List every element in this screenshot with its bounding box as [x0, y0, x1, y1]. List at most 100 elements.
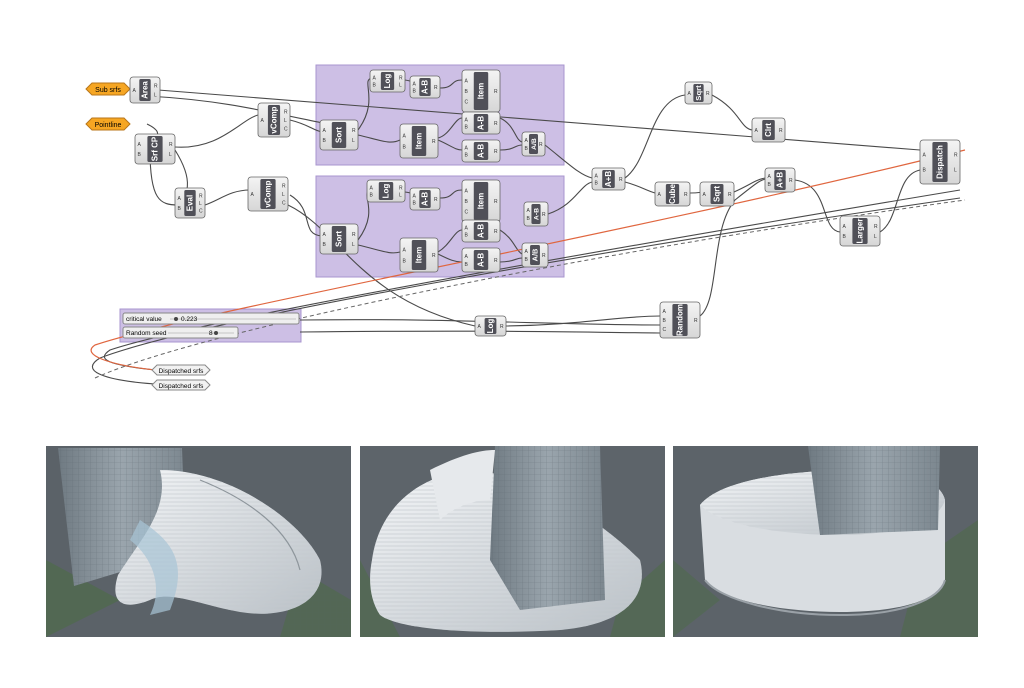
node-output-port[interactable]: R — [494, 229, 498, 235]
node-input-port[interactable]: B — [373, 83, 377, 89]
node-input-port[interactable]: A — [370, 185, 374, 191]
node-input-port[interactable]: A — [525, 249, 529, 255]
node-input-port[interactable]: A — [138, 142, 142, 148]
node-input-port[interactable]: C — [663, 327, 667, 333]
node-input-port[interactable]: B — [465, 233, 469, 239]
node-input-port[interactable]: B — [138, 152, 142, 158]
node-input-port[interactable]: A — [595, 173, 599, 179]
node-input-port[interactable]: A — [843, 224, 847, 230]
slider-critical-knob[interactable] — [174, 317, 178, 321]
node-output-port[interactable]: R — [619, 177, 623, 183]
node-output-port[interactable]: C — [282, 201, 286, 207]
node-output-port[interactable]: R — [694, 318, 698, 324]
node-output-port[interactable]: L — [399, 83, 402, 89]
node-output-port[interactable]: R — [434, 85, 438, 91]
node-input-port[interactable]: A — [688, 91, 692, 97]
node-output-port[interactable]: R — [789, 178, 793, 184]
node-input-port[interactable]: A — [525, 138, 529, 144]
node-output-port[interactable]: R — [282, 184, 286, 190]
node-output-port[interactable]: R — [539, 142, 543, 148]
node-input-port[interactable]: A — [178, 196, 182, 202]
node-input-port[interactable]: B — [465, 199, 469, 205]
node-input-port[interactable]: A — [465, 254, 469, 260]
node-output-port[interactable]: R — [169, 142, 173, 148]
node-input-port[interactable]: A — [658, 192, 662, 198]
node-output-port[interactable]: L — [169, 152, 172, 158]
param-pointline[interactable]: Pointline — [85, 117, 131, 131]
node-input-port[interactable]: C — [465, 210, 469, 216]
node-output-port[interactable]: R — [779, 128, 783, 134]
node-input-port[interactable]: A — [465, 145, 469, 151]
node-output-port[interactable]: R — [154, 84, 158, 90]
node-output-port[interactable]: L — [284, 118, 287, 124]
slider-random-seed[interactable]: Random seed 8 — [122, 326, 239, 339]
node-input-port[interactable]: B — [370, 193, 374, 199]
node-input-port[interactable]: B — [465, 89, 469, 95]
param-sub-srfs[interactable]: Sub srfs — [85, 82, 131, 96]
node-input-port[interactable]: A — [465, 225, 469, 231]
node-output-port[interactable]: R — [432, 253, 436, 259]
node-input-port[interactable]: A — [373, 75, 377, 81]
node-output-port[interactable]: R — [352, 232, 356, 238]
node-input-port[interactable]: B — [527, 216, 531, 222]
node-output-port[interactable]: R — [199, 194, 203, 200]
node-input-port[interactable]: A — [323, 128, 327, 134]
node-input-port[interactable]: A — [478, 324, 482, 330]
node-input-port[interactable]: A — [465, 79, 469, 85]
param-dispatched-b[interactable]: Dispatched srfs — [151, 379, 211, 391]
node-output-port[interactable]: R — [494, 89, 498, 95]
node-output-port[interactable]: R — [684, 192, 688, 198]
node-input-port[interactable]: A — [768, 174, 772, 180]
node-output-port[interactable]: R — [494, 258, 498, 264]
node-output-port[interactable]: R — [728, 192, 732, 198]
slider-seed-knob[interactable] — [214, 331, 218, 335]
node-output-port[interactable]: L — [199, 201, 202, 207]
node-input-port[interactable]: B — [403, 145, 407, 151]
node-output-port[interactable]: R — [284, 110, 288, 116]
node-input-port[interactable]: B — [323, 138, 327, 144]
node-input-port[interactable]: A — [323, 232, 327, 238]
node-output-port[interactable]: R — [542, 212, 546, 218]
node-input-port[interactable]: A — [261, 118, 265, 124]
node-input-port[interactable]: B — [413, 89, 417, 95]
node-input-port[interactable]: B — [465, 125, 469, 131]
node-input-port[interactable]: B — [525, 257, 529, 263]
param-dispatched-a[interactable]: Dispatched srfs — [151, 364, 211, 376]
node-output-port[interactable]: R — [706, 91, 710, 97]
node-output-port[interactable]: R — [399, 185, 403, 191]
node-output-port[interactable]: R — [494, 149, 498, 155]
node-output-port[interactable]: L — [154, 92, 157, 98]
node-input-port[interactable]: A — [465, 117, 469, 123]
node-input-port[interactable]: A — [133, 88, 137, 94]
node-output-port[interactable]: R — [494, 121, 498, 127]
node-input-port[interactable]: B — [843, 234, 847, 240]
node-input-port[interactable]: A — [527, 208, 531, 214]
node-input-port[interactable]: A — [465, 189, 469, 195]
node-input-port[interactable]: A — [663, 309, 667, 315]
node-input-port[interactable]: B — [465, 262, 469, 268]
node-output-port[interactable]: C — [284, 127, 288, 133]
